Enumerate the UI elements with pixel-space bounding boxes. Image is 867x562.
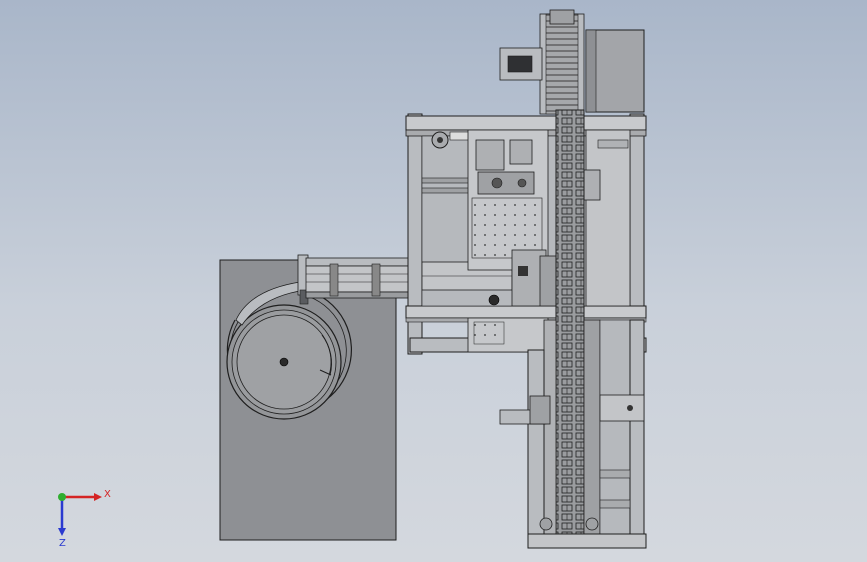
z-axis-arrowhead (58, 528, 66, 536)
linear-feed-track[interactable] (305, 257, 411, 299)
bowl-feeder-assembly[interactable] (219, 254, 397, 541)
x-axis-arrowhead (94, 493, 102, 501)
x-axis-label: X (104, 489, 111, 500)
top-beam (405, 115, 647, 131)
axis-triad: X Z (58, 489, 111, 549)
z-axis-label: Z (59, 538, 66, 549)
transfer-mechanism[interactable] (467, 129, 561, 353)
middle-beam (405, 305, 647, 319)
y-axis-indicator (58, 493, 66, 501)
vertical-conveyor[interactable] (499, 9, 647, 549)
bowl-center-bolt (279, 357, 289, 367)
right-panel[interactable] (581, 29, 645, 307)
